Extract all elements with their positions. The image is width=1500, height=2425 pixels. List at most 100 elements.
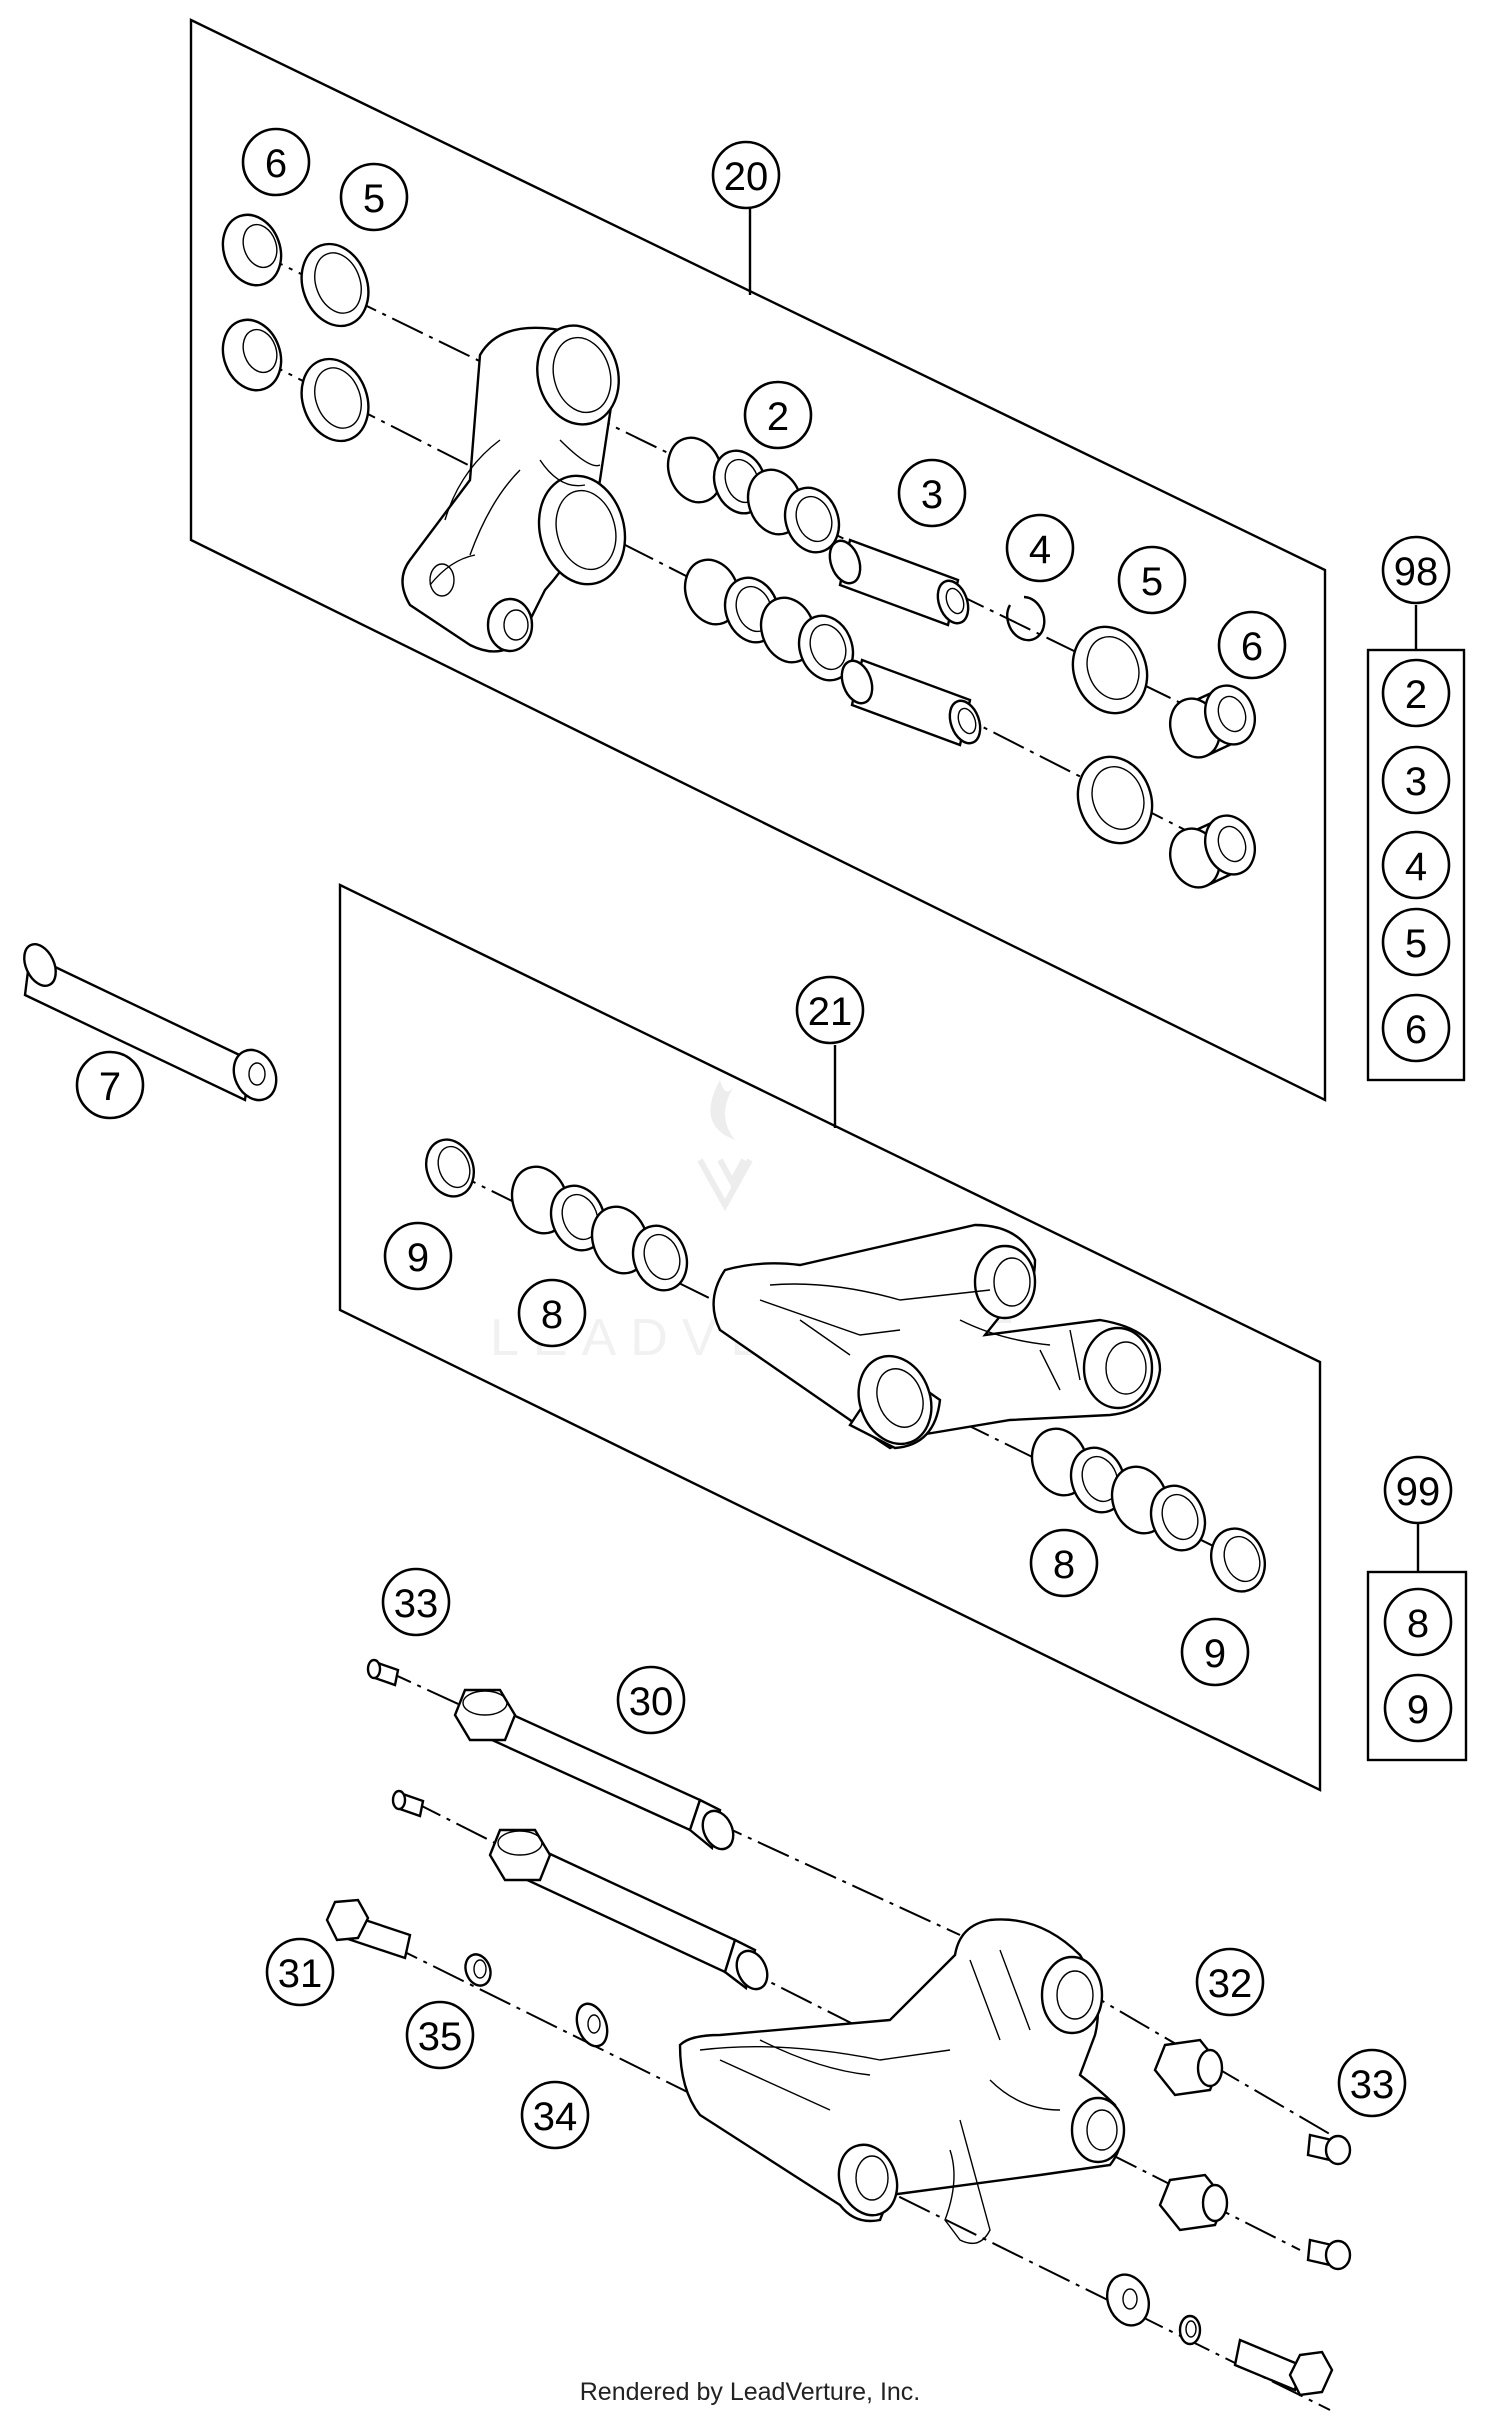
svg-text:30: 30 xyxy=(629,1680,674,1724)
svg-text:32: 32 xyxy=(1208,1962,1253,2006)
callout-33-right: 33 xyxy=(1337,2048,1407,2118)
kit-99-item-9: 9 xyxy=(1383,1673,1453,1743)
kit-98-item-2: 2 xyxy=(1381,658,1451,728)
svg-text:35: 35 xyxy=(418,2015,463,2059)
bushing-8-right-b xyxy=(1110,1465,1207,1552)
grease-nipple-33-right-a xyxy=(1306,2133,1352,2166)
grease-nipple-33-left-b xyxy=(391,1789,425,1818)
circlip-9-left xyxy=(425,1138,475,1198)
bottom-assembly xyxy=(325,1658,1352,2411)
svg-text:6: 6 xyxy=(1405,1008,1427,1052)
bushing-2-lower-b xyxy=(759,596,855,682)
svg-text:5: 5 xyxy=(1141,560,1163,604)
bolt-31-right xyxy=(1233,2338,1334,2397)
callout-7: 7 xyxy=(75,1050,145,1120)
svg-text:33: 33 xyxy=(394,1582,439,1626)
kit-98-item-3: 3 xyxy=(1381,745,1451,815)
kit-99-item-8: 8 xyxy=(1383,1587,1453,1657)
callouts: 20 6 5 2 3 4 5 6 98 2 3 4 5 6 7 21 9 8 8… xyxy=(75,127,1453,2150)
parts-group-21 xyxy=(338,883,1322,1792)
callout-6-right: 6 xyxy=(1217,610,1287,680)
washer-35 xyxy=(464,1953,492,1987)
kit-99-box xyxy=(1366,1570,1468,1762)
callout-8-right: 8 xyxy=(1029,1528,1099,1598)
callout-31: 31 xyxy=(265,1937,335,2007)
nut-32-lower xyxy=(1158,2173,1229,2232)
callout-6-top-left: 6 xyxy=(241,127,311,197)
group-21-panel xyxy=(338,883,1322,1792)
svg-text:2: 2 xyxy=(1405,673,1427,717)
callout-21: 21 xyxy=(795,975,865,1045)
washer-34-right xyxy=(1106,2273,1150,2327)
svg-text:9: 9 xyxy=(407,1236,429,1280)
svg-text:6: 6 xyxy=(265,142,287,186)
callout-2: 2 xyxy=(743,380,813,450)
svg-text:98: 98 xyxy=(1394,550,1439,594)
sleeve-3-upper xyxy=(828,538,970,627)
callout-35: 35 xyxy=(405,2000,475,2070)
svg-text:8: 8 xyxy=(1407,1602,1429,1646)
sleeve-3-lower xyxy=(840,658,982,747)
bolt-31 xyxy=(325,1898,412,1960)
pin-7 xyxy=(23,943,278,1102)
bushing-2-upper-b xyxy=(746,468,841,554)
svg-text:31: 31 xyxy=(278,1952,323,1996)
bolt-30-lower xyxy=(488,1828,769,1991)
linkage-fork xyxy=(712,1223,1162,1450)
seal-6-upper-left xyxy=(221,213,283,287)
svg-text:2: 2 xyxy=(767,395,789,439)
kit-98-item-4: 4 xyxy=(1381,830,1451,900)
svg-text:7: 7 xyxy=(99,1065,121,1109)
callout-9-left: 9 xyxy=(383,1221,453,1291)
seal-6-lower-left xyxy=(221,318,283,392)
bushing-2-upper-a xyxy=(666,436,768,515)
svg-text:34: 34 xyxy=(533,2095,578,2139)
washer-34 xyxy=(575,2002,609,2048)
svg-text:3: 3 xyxy=(921,473,943,517)
svg-text:4: 4 xyxy=(1029,528,1051,572)
callout-34: 34 xyxy=(520,2080,590,2150)
grease-nipple-33-right-b xyxy=(1306,2238,1352,2271)
seal-6-lower-right xyxy=(1169,814,1256,889)
callout-99: 99 xyxy=(1383,1455,1453,1525)
bearing-5-upper-right xyxy=(1071,625,1149,715)
svg-text:8: 8 xyxy=(1053,1543,1075,1587)
svg-text:6: 6 xyxy=(1241,625,1263,669)
washer-35-right xyxy=(1178,2314,1202,2346)
svg-text:8: 8 xyxy=(541,1293,563,1337)
svg-text:99: 99 xyxy=(1396,1470,1441,1514)
group-20-panel xyxy=(189,18,1327,1102)
callout-9-right: 9 xyxy=(1180,1617,1250,1687)
seal-6-upper-right xyxy=(1169,684,1256,759)
callout-8-left: 8 xyxy=(517,1278,587,1348)
bearing-5-lower-right xyxy=(1076,755,1154,845)
kit-98 xyxy=(1366,605,1466,1082)
kit-98-box xyxy=(1366,648,1466,1082)
callout-5-top-left: 5 xyxy=(339,162,409,232)
nut-32-upper xyxy=(1153,2038,1224,2097)
callout-5-right: 5 xyxy=(1117,545,1187,615)
linkage-lever xyxy=(401,324,627,653)
kit-98-item-5: 5 xyxy=(1381,907,1451,977)
callout-98: 98 xyxy=(1381,535,1451,605)
svg-text:21: 21 xyxy=(808,990,853,1034)
grease-nipple-33-left-a xyxy=(366,1658,400,1687)
svg-text:20: 20 xyxy=(724,155,769,199)
svg-text:9: 9 xyxy=(1204,1632,1226,1676)
callout-32: 32 xyxy=(1195,1947,1265,2017)
svg-text:5: 5 xyxy=(363,177,385,221)
callout-20: 20 xyxy=(711,140,781,210)
callout-3: 3 xyxy=(897,458,967,528)
assembled-linkage xyxy=(678,1918,1126,2244)
circlip-4 xyxy=(1006,595,1046,642)
callout-4: 4 xyxy=(1005,513,1075,583)
svg-text:9: 9 xyxy=(1407,1688,1429,1732)
callout-33-left: 33 xyxy=(381,1567,451,1637)
parts-group-20 xyxy=(189,18,1327,1102)
bearing-5-upper-left xyxy=(300,242,370,328)
svg-text:3: 3 xyxy=(1405,760,1427,804)
bolt-30-upper xyxy=(453,1688,735,1851)
kit-98-item-6: 6 xyxy=(1381,993,1451,1063)
svg-text:4: 4 xyxy=(1405,845,1427,889)
